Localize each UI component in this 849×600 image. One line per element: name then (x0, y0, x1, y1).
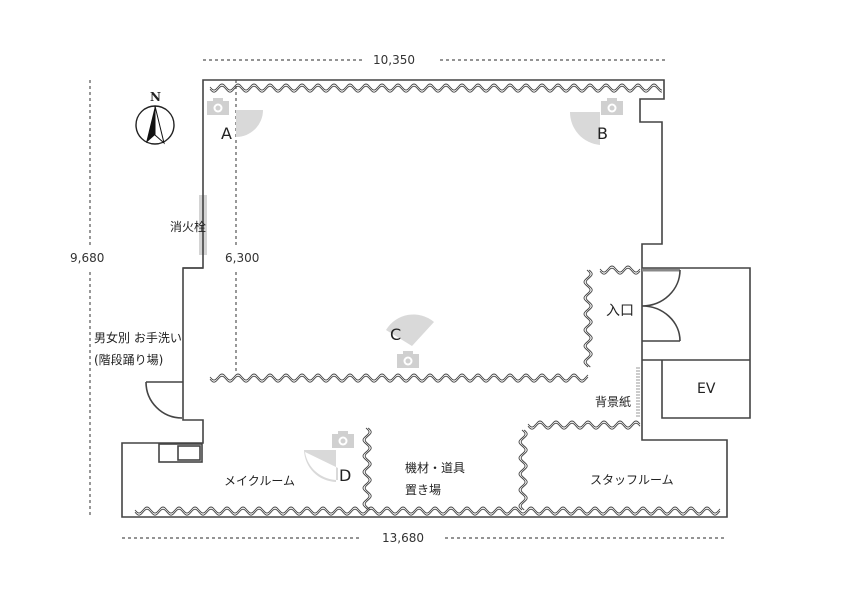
curtain-entrance-side (585, 269, 593, 368)
curtain-top (209, 85, 663, 93)
outer-walls (121, 79, 728, 518)
camera-label-a: A (221, 124, 232, 143)
curtain-bottom-wing (134, 508, 721, 516)
fan-c (386, 314, 434, 346)
restroom-label: 男女別 お手洗い (94, 331, 182, 345)
entrance-label: 入口 (606, 303, 634, 319)
curtain-divider-makeup (362, 427, 370, 511)
sink (177, 445, 201, 461)
entrance-door[interactable] (641, 269, 681, 342)
camera-label-b: B (597, 124, 608, 143)
curtain-entrance-top (599, 267, 641, 275)
curtain-divider-staff (518, 429, 526, 511)
dimension-lines (89, 59, 727, 539)
fan-a (236, 110, 263, 137)
dim-bottom-label: 13,680 (382, 531, 424, 545)
restroom-sub-label: (階段踊り場) (94, 353, 164, 367)
storage-sub-label: 置き場 (405, 483, 442, 497)
dim-left-label: 9,680 (70, 251, 105, 265)
fan-b (569, 112, 600, 145)
camera-icon (397, 351, 419, 368)
dim-top-label: 10,350 (373, 53, 415, 67)
camera-fans (236, 110, 600, 482)
curtain-bottom-wing (134, 506, 721, 514)
curtain-top (209, 83, 663, 91)
staff-room-label: スタッフルーム (590, 473, 674, 487)
curtains (134, 83, 721, 516)
fan-d (304, 450, 338, 482)
compass-icon (135, 105, 175, 145)
curtain-backdrop (527, 420, 641, 428)
curtain-divider-makeup (364, 427, 372, 511)
camera-icon (207, 98, 229, 115)
camera-icon (332, 431, 354, 448)
curtain-entrance-side (583, 269, 591, 368)
counter (158, 443, 203, 463)
elevator-label: EV (697, 381, 716, 397)
restroom-door (145, 381, 183, 419)
backdrop-label: 背景紙 (595, 395, 632, 409)
dim-inner-label: 6,300 (225, 251, 260, 265)
hydrant-label: 消火栓 (170, 220, 207, 234)
camera-label-c: C (390, 325, 402, 344)
camera-icon (601, 98, 623, 115)
curtain-studio-bottom (209, 373, 589, 381)
camera-icons (207, 98, 623, 448)
curtain-studio-bottom (209, 375, 589, 383)
curtain-divider-staff (520, 429, 528, 511)
camera-label-d: D (339, 466, 352, 485)
curtain-entrance-top (599, 265, 641, 273)
curtain-backdrop (527, 422, 641, 430)
elevator-hall (642, 267, 751, 419)
compass-label: N (150, 90, 161, 104)
makeup-room-label: メイクルーム (224, 474, 296, 488)
storage-label: 機材・道具 (405, 461, 466, 475)
